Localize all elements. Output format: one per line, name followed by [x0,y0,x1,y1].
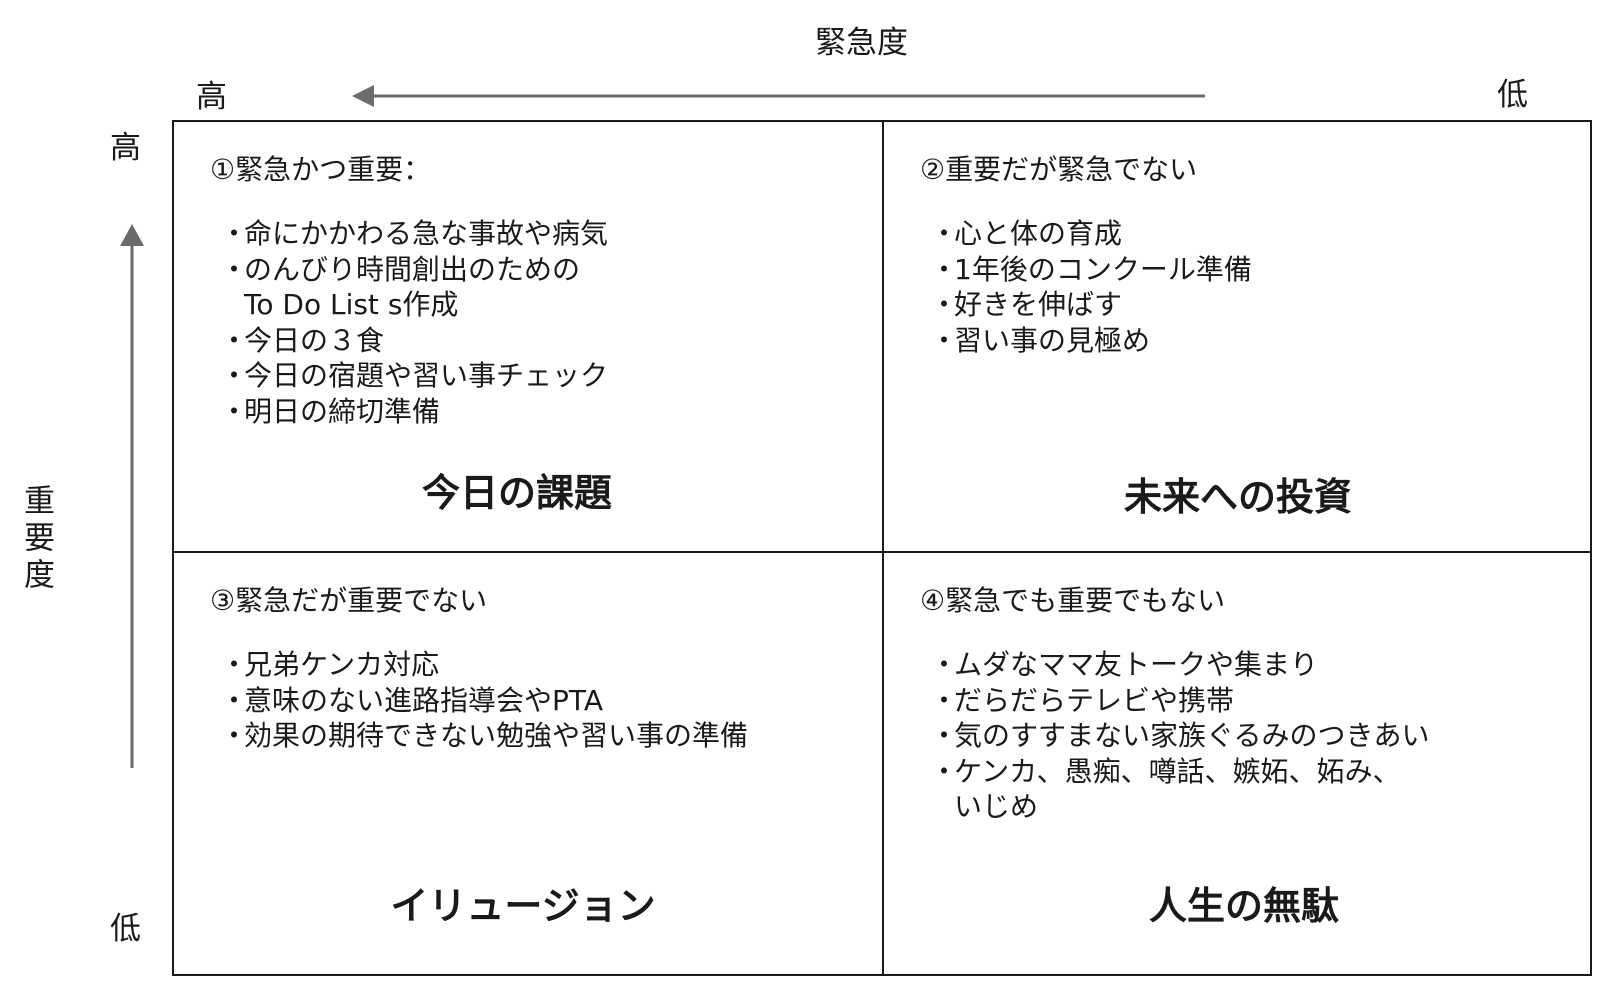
quadrant-heading: ①緊急かつ重要： [210,153,432,186]
quadrant-important-not-urgent: ②重要だが緊急でない 心と体の育成 1年後のコンクール準備 好きを伸ばす 習い事… [884,122,1592,550]
vertical-divider [882,122,884,974]
quadrant-item-list: 心と体の育成 1年後のコンクール準備 好きを伸ばす 習い事の見極め [930,216,1252,358]
quadrant-heading: ④緊急でも重要でもない [920,584,1226,617]
quadrant-urgent-not-important: ③緊急だが重要でない 兄弟ケンカ対応 意味のない進路指導会やPTA 効果の期待で… [174,553,882,981]
list-item: 習い事の見極め [930,323,1252,359]
list-item: ケンカ、愚痴、噂話、嫉妬、妬み、 いじめ [930,754,1429,825]
urgency-high-label: 高 [196,79,227,115]
quadrant-label: イリュージョン [390,884,656,928]
list-item: 命にかかわる急な事故や病気 [220,216,608,252]
urgency-arrow-head [352,85,374,107]
urgency-low-label: 低 [1497,77,1528,113]
list-item: ムダなママ友トークや集まり [930,647,1429,683]
priority-matrix: ①緊急かつ重要： 命にかかわる急な事故や病気 のんびり時間創出のための To D… [172,120,1592,976]
quadrant-heading: ③緊急だが重要でない [210,584,488,617]
list-item: 今日の３食 [220,323,608,359]
quadrant-heading: ②重要だが緊急でない [920,153,1198,186]
quadrant-label: 未来への投資 [1123,475,1352,519]
quadrant-label: 人生の無駄 [1148,884,1339,928]
list-item: 兄弟ケンカ対応 [220,647,748,683]
list-item: だらだらテレビや携帯 [930,683,1429,719]
quadrant-item-list: ムダなママ友トークや集まり だらだらテレビや携帯 気のすすまない家族ぐるみのつき… [930,647,1429,825]
quadrant-item-list: 命にかかわる急な事故や病気 のんびり時間創出のための To Do List s作… [220,216,608,429]
quadrant-not-urgent-not-important: ④緊急でも重要でもない ムダなママ友トークや集まり だらだらテレビや携帯 気のす… [884,553,1592,981]
list-item: のんびり時間創出のための To Do List s作成 [220,252,608,323]
urgency-axis-title: 緊急度 [815,25,908,61]
quadrant-label: 今日の課題 [421,471,612,515]
list-item: 1年後のコンクール準備 [930,252,1252,288]
quadrant-item-list: 兄弟ケンカ対応 意味のない進路指導会やPTA 効果の期待できない勉強や習い事の準… [220,647,748,754]
list-item: 好きを伸ばす [930,287,1252,323]
importance-arrow-head [120,224,144,246]
quadrant-urgent-important: ①緊急かつ重要： 命にかかわる急な事故や病気 のんびり時間創出のための To D… [174,122,882,550]
list-item: 効果の期待できない勉強や習い事の準備 [220,718,748,754]
list-item: 心と体の育成 [930,216,1252,252]
list-item: 明日の締切準備 [220,394,608,430]
urgency-arrow [352,85,1205,107]
importance-arrow [120,224,144,768]
list-item: 気のすすまない家族ぐるみのつきあい [930,718,1429,754]
importance-axis-title: 重要度 [18,484,54,595]
importance-low-label: 低 [110,911,141,947]
list-item: 今日の宿題や習い事チェック [220,358,608,394]
list-item: 意味のない進路指導会やPTA [220,683,748,719]
importance-high-label: 高 [110,130,141,166]
